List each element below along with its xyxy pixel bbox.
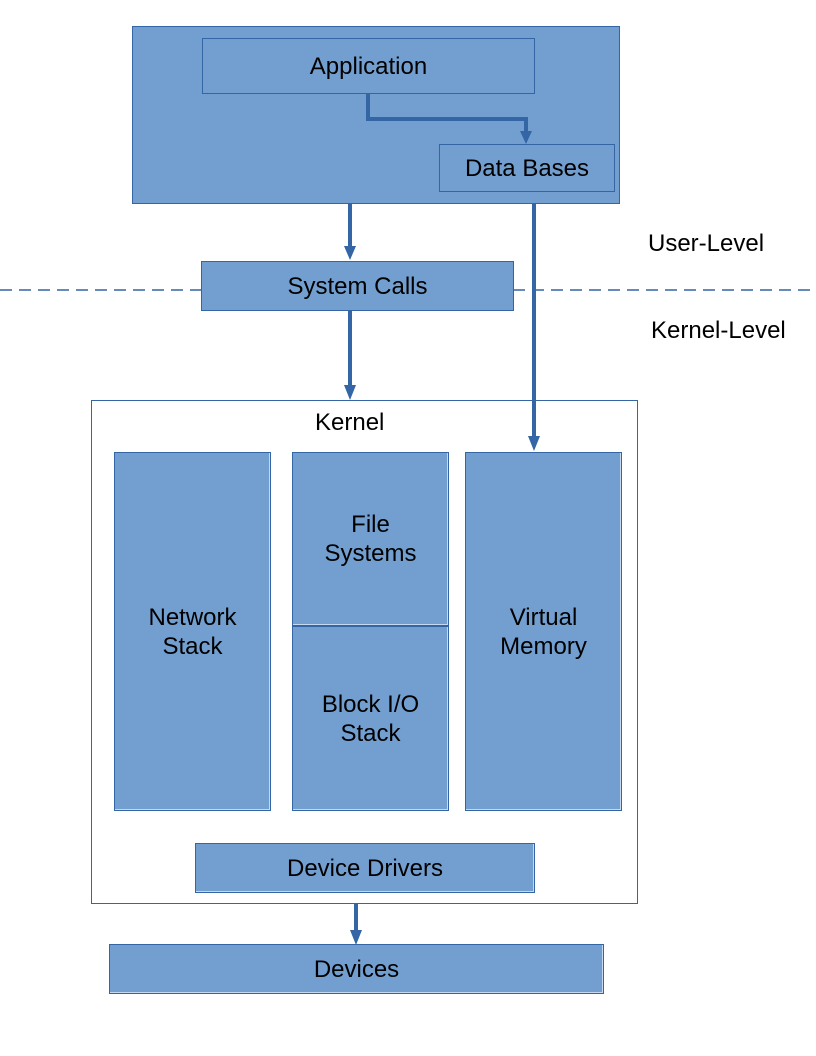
block-io-stack-label: Block I/O Stack xyxy=(321,691,420,747)
arrowhead-syscalls-to-kernel xyxy=(344,385,356,400)
user-level-label: User-Level xyxy=(648,230,765,257)
kernel-container xyxy=(91,400,638,904)
virtual-memory-label: Virtual Memory xyxy=(500,603,587,660)
network-stack-box[interactable]: Network Stack xyxy=(114,452,271,811)
system-calls-box[interactable]: System Calls xyxy=(201,261,514,311)
kernel-title: Kernel xyxy=(315,409,385,436)
file-systems-box[interactable]: File Systems xyxy=(292,452,449,626)
device-drivers-label: Device Drivers xyxy=(286,854,444,882)
block-io-stack-box[interactable]: Block I/O Stack xyxy=(292,626,449,811)
system-calls-label: System Calls xyxy=(287,272,428,300)
network-stack-label: Network Stack xyxy=(148,603,237,660)
arrowhead-userspace-to-syscalls xyxy=(344,246,356,260)
device-drivers-box[interactable]: Device Drivers xyxy=(195,843,535,893)
databases-box[interactable]: Data Bases xyxy=(439,144,615,192)
kernel-level-label: Kernel-Level xyxy=(651,317,786,344)
devices-box[interactable]: Devices xyxy=(109,944,604,994)
file-systems-label: File Systems xyxy=(324,511,417,567)
virtual-memory-box[interactable]: Virtual Memory xyxy=(465,452,622,811)
application-label: Application xyxy=(309,52,428,80)
arrowhead-kernel-to-devices xyxy=(350,930,362,945)
application-box[interactable]: Application xyxy=(202,38,535,94)
databases-label: Data Bases xyxy=(464,154,590,182)
devices-label: Devices xyxy=(313,955,400,983)
